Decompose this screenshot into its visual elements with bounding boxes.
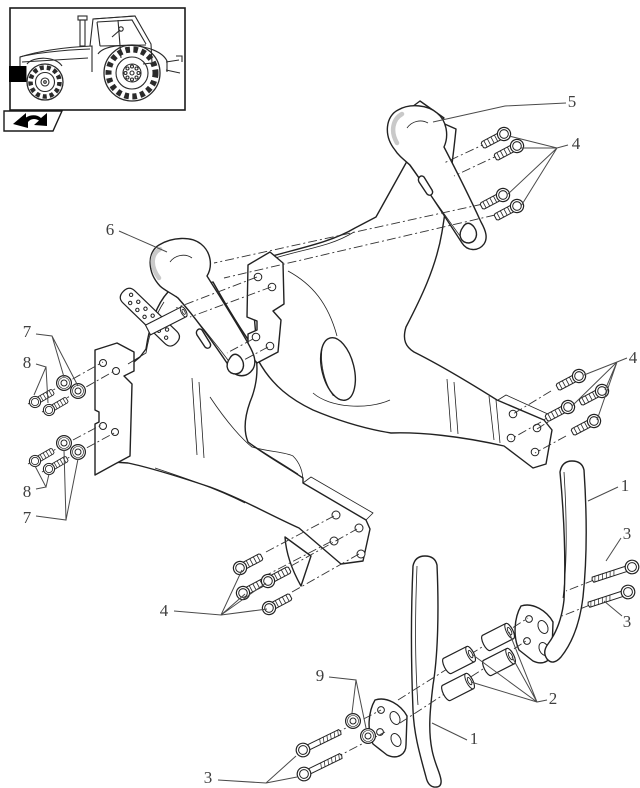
callout-5: 5 (568, 92, 577, 111)
flange-bolts-top (477, 124, 527, 224)
front-direction-arrow-icon (3, 110, 64, 132)
leader-lines (33, 102, 628, 784)
callout-1-bottom: 1 (470, 729, 479, 748)
callout-3-bottom: 3 (204, 768, 213, 787)
callout-3-mid: 3 (623, 612, 632, 631)
tractor-thumbnail (9, 7, 186, 111)
callout-labels: 5 4 6 7 8 8 7 4 4 1 3 3 9 2 1 3 (23, 92, 638, 787)
upper-hook-right (386, 105, 487, 251)
callout-6: 6 (106, 220, 115, 239)
short-bolts-left (26, 386, 71, 478)
washers-left (55, 375, 87, 460)
callout-2: 2 (549, 689, 558, 708)
j-hook-right (514, 460, 587, 664)
callout-4-top: 4 (572, 134, 581, 153)
location-highlight (9, 66, 26, 82)
callout-9: 9 (316, 666, 325, 685)
callout-7-upper: 7 (23, 322, 32, 341)
long-bolts (293, 557, 640, 784)
upper-hook-left (149, 237, 256, 377)
callout-1-right: 1 (621, 476, 630, 495)
j-hook-left (368, 555, 442, 788)
callout-8-lower: 8 (23, 482, 32, 501)
flange-bolts-bottom-left (230, 550, 295, 618)
spacers (439, 621, 518, 703)
pin-strap-part (119, 287, 188, 347)
callout-3-upper: 3 (623, 524, 632, 543)
callout-7-lower: 7 (23, 508, 32, 527)
callout-4-bottom: 4 (160, 601, 169, 620)
callout-4-right: 4 (629, 348, 638, 367)
callout-8-upper: 8 (23, 353, 32, 372)
